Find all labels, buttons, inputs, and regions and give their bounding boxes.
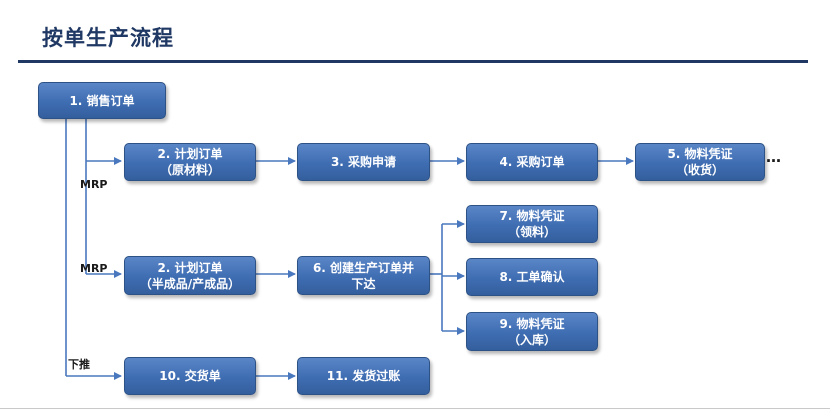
node-label-line1: 5. 物料凭证 xyxy=(667,147,733,161)
node-label-line2: （领料） xyxy=(507,225,556,239)
node-label-line2: （收货） xyxy=(675,163,724,177)
node-label-line1: 11. 发货过账 xyxy=(326,369,401,383)
node-production-order[interactable]: 6. 创建生产订单并 下达 xyxy=(297,256,430,295)
node-plan-order-raw[interactable]: 2. 计划订单 （原材料） xyxy=(124,143,256,181)
node-label-line1: 2. 计划订单 xyxy=(157,147,223,161)
node-label-line1: 2. 计划订单 xyxy=(157,260,223,275)
footer-divider xyxy=(0,408,830,409)
node-label-line2: 下达 xyxy=(351,276,376,291)
node-plan-order-semi[interactable]: 2. 计划订单 （半成品/产成品） xyxy=(124,256,256,295)
node-order-confirmation[interactable]: 8. 工单确认 xyxy=(466,258,598,296)
node-goods-receipt-stock[interactable]: 9. 物料凭证 （入库） xyxy=(466,312,598,351)
node-purchase-requisition[interactable]: 3. 采购申请 xyxy=(297,143,430,181)
node-label-line1: 6. 创建生产订单并 xyxy=(312,260,415,275)
continuation-ellipsis: … xyxy=(766,148,781,166)
node-goods-issue[interactable]: 7. 物料凭证 （领料） xyxy=(466,205,598,243)
node-label-line1: 3. 采购申请 xyxy=(330,155,397,169)
mrp-label-top: MRP xyxy=(80,178,108,191)
node-label-line1: 10. 交货单 xyxy=(159,369,221,383)
mrp-label-middle: MRP xyxy=(80,262,108,275)
push-down-label: 下推 xyxy=(68,358,90,371)
node-post-goods-issue[interactable]: 11. 发货过账 xyxy=(297,357,430,395)
node-label-line2: （原材料） xyxy=(159,163,220,177)
node-purchase-order[interactable]: 4. 采购订单 xyxy=(466,143,598,181)
node-label-line2: （半成品/产成品） xyxy=(139,276,241,291)
node-sales-order[interactable]: 1. 销售订单 xyxy=(38,82,166,119)
node-label-line1: 1. 销售订单 xyxy=(69,93,135,108)
node-delivery[interactable]: 10. 交货单 xyxy=(124,357,256,395)
title-divider xyxy=(18,60,808,63)
node-label-line1: 4. 采购订单 xyxy=(499,155,565,169)
page-title: 按单生产流程 xyxy=(42,26,174,50)
node-label-line1: 7. 物料凭证 xyxy=(499,209,565,223)
node-goods-receipt[interactable]: 5. 物料凭证 （收货） xyxy=(635,143,765,181)
node-label-line1: 8. 工单确认 xyxy=(499,270,565,284)
node-label-line1: 9. 物料凭证 xyxy=(499,316,565,331)
node-label-line2: （入库） xyxy=(507,332,556,347)
